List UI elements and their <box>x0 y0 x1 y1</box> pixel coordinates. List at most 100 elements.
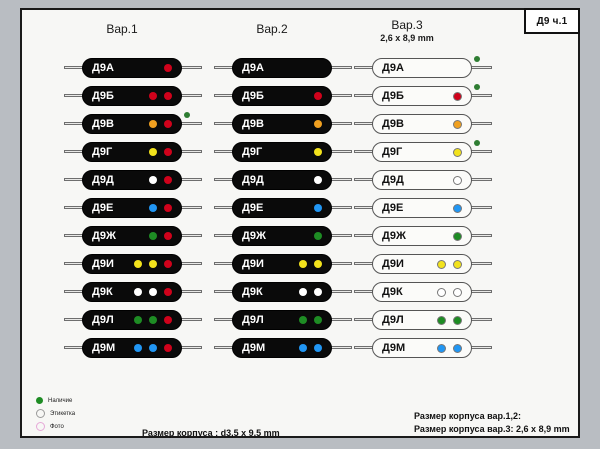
component-body[interactable]: Д9К <box>372 282 472 302</box>
color-band-dot <box>453 315 462 325</box>
component-row[interactable]: Д9Е <box>62 194 207 222</box>
component-body[interactable]: Д9Е <box>82 198 182 218</box>
component-body[interactable]: Д9А <box>82 58 182 78</box>
component-label: Д9Г <box>92 146 113 158</box>
component-row[interactable]: Д9Д <box>212 166 357 194</box>
component-label: Д9И <box>242 258 264 270</box>
legend-item: Этикетка <box>36 408 75 419</box>
component-body[interactable]: Д9В <box>232 114 332 134</box>
component-body[interactable]: Д9К <box>82 282 182 302</box>
component-row[interactable]: Д9М <box>352 334 497 362</box>
component-body[interactable]: Д9Л <box>232 310 332 330</box>
color-band-dot <box>437 315 446 325</box>
component-row[interactable]: Д9К <box>212 278 357 306</box>
component-row[interactable]: Д9Л <box>62 306 207 334</box>
color-band-dot <box>149 92 157 100</box>
lead-wire-left <box>64 122 84 125</box>
component-body[interactable]: Д9В <box>372 114 472 134</box>
component-row[interactable]: Д9А <box>352 54 497 82</box>
color-band-dot <box>164 92 172 100</box>
component-body[interactable]: Д9Г <box>82 142 182 162</box>
color-band-dot <box>134 316 142 324</box>
component-row[interactable]: Д9Ж <box>212 222 357 250</box>
component-row[interactable]: Д9М <box>62 334 207 362</box>
component-row[interactable]: Д9К <box>62 278 207 306</box>
component-row[interactable]: Д9И <box>62 250 207 278</box>
component-body[interactable]: Д9А <box>232 58 332 78</box>
column-title: Вар.1 <box>106 22 138 36</box>
color-band-group <box>437 311 462 329</box>
component-body[interactable]: Д9Б <box>372 86 472 106</box>
component-body[interactable]: Д9Г <box>232 142 332 162</box>
lead-wire-left <box>64 290 84 293</box>
component-row[interactable]: Д9Л <box>212 306 357 334</box>
color-band-group <box>453 171 462 189</box>
component-row[interactable]: Д9Г <box>62 138 207 166</box>
component-body[interactable]: Д9Д <box>372 170 472 190</box>
component-body[interactable]: Д9К <box>232 282 332 302</box>
component-body[interactable]: Д9Д <box>82 170 182 190</box>
component-row[interactable]: Д9В <box>352 110 497 138</box>
component-row[interactable]: Д9Б <box>352 82 497 110</box>
component-row[interactable]: Д9К <box>352 278 497 306</box>
color-band-group <box>149 87 172 105</box>
component-body[interactable]: Д9Л <box>372 310 472 330</box>
component-row[interactable]: Д9Г <box>212 138 357 166</box>
component-body[interactable]: Д9Б <box>82 86 182 106</box>
lead-wire-right <box>180 206 202 209</box>
color-band-group <box>134 339 172 357</box>
component-body[interactable]: Д9Г <box>372 142 472 162</box>
lead-wire-right <box>180 94 202 97</box>
component-body[interactable]: Д9И <box>372 254 472 274</box>
component-row[interactable]: Д9Л <box>352 306 497 334</box>
component-body[interactable]: Д9М <box>232 338 332 358</box>
component-row[interactable]: Д9А <box>62 54 207 82</box>
component-row[interactable]: Д9А <box>212 54 357 82</box>
component-body[interactable]: Д9В <box>82 114 182 134</box>
component-body[interactable]: Д9Ж <box>232 226 332 246</box>
page-badge: Д9 ч.1 <box>524 8 580 34</box>
component-row[interactable]: Д9Ж <box>62 222 207 250</box>
component-row[interactable]: Д9Б <box>212 82 357 110</box>
component-row[interactable]: Д9И <box>352 250 497 278</box>
component-body[interactable]: Д9Л <box>82 310 182 330</box>
legend-label: Наличие <box>48 397 73 404</box>
component-body[interactable]: Д9М <box>82 338 182 358</box>
component-body[interactable]: Д9Е <box>232 198 332 218</box>
color-band-dot <box>453 259 462 269</box>
component-label: Д9А <box>242 62 264 74</box>
column-title: Вар.3 <box>391 18 423 32</box>
component-label: Д9М <box>242 342 266 354</box>
lead-wire-left <box>214 234 234 237</box>
component-row[interactable]: Д9В <box>62 110 207 138</box>
footer-right-line-2: Размер корпуса вар.3: 2,6 x 8,9 mm <box>414 424 570 434</box>
color-band-dot <box>437 287 446 297</box>
component-row[interactable]: Д9Ж <box>352 222 497 250</box>
component-body[interactable]: Д9Ж <box>82 226 182 246</box>
component-body[interactable]: Д9И <box>232 254 332 274</box>
component-row[interactable]: Д9Б <box>62 82 207 110</box>
component-row[interactable]: Д9В <box>212 110 357 138</box>
component-row[interactable]: Д9М <box>212 334 357 362</box>
component-body[interactable]: Д9А <box>372 58 472 78</box>
component-body[interactable]: Д9Ж <box>372 226 472 246</box>
color-band-dot <box>149 344 157 352</box>
component-body[interactable]: Д9Е <box>372 198 472 218</box>
component-row[interactable]: Д9Е <box>212 194 357 222</box>
component-body[interactable]: Д9Д <box>232 170 332 190</box>
component-row[interactable]: Д9Д <box>62 166 207 194</box>
component-row[interactable]: Д9Г <box>352 138 497 166</box>
component-body[interactable]: Д9И <box>82 254 182 274</box>
component-row[interactable]: Д9Д <box>352 166 497 194</box>
color-band-dot <box>314 260 322 268</box>
lead-wire-right <box>180 234 202 237</box>
component-body[interactable]: Д9М <box>372 338 472 358</box>
color-band-dot <box>453 175 462 185</box>
component-row[interactable]: Д9И <box>212 250 357 278</box>
lead-wire-right <box>330 234 352 237</box>
component-body[interactable]: Д9Б <box>232 86 332 106</box>
lead-wire-right <box>330 262 352 265</box>
component-row[interactable]: Д9Е <box>352 194 497 222</box>
lead-wire-right <box>470 262 492 265</box>
color-band-group <box>149 115 172 133</box>
